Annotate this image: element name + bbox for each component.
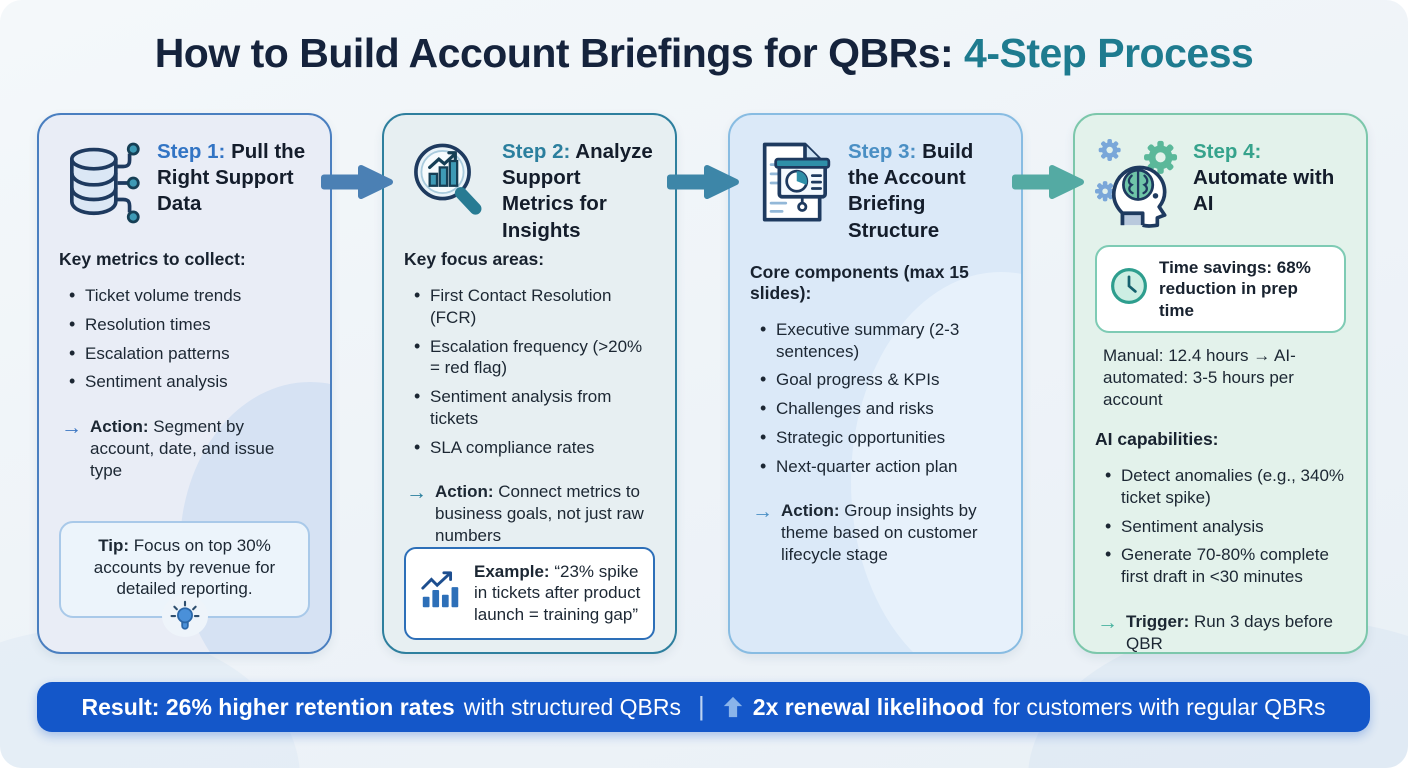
action-body: Group insights by theme based on custome… (781, 501, 978, 564)
result-text-regular: for customers with regular QBRs (993, 693, 1326, 720)
tip-callout: Tip: Focus on top 30% accounts by revenu… (59, 520, 310, 637)
bullet-item: Sentiment analysis (1095, 515, 1346, 538)
bullet-item: Executive summary (2-3 sentences) (750, 318, 1001, 363)
example-callout: Example: “23% spike in tickets after pro… (404, 546, 655, 640)
bullet-item: Sentiment analysis from tickets (404, 385, 655, 430)
bullet-item: Detect anomalies (e.g., 340% ticket spik… (1095, 464, 1346, 509)
step-3-bullet-list: Executive summary (2-3 sentences) Goal p… (750, 312, 1001, 485)
banner-divider: | (698, 690, 705, 721)
bullet-item: Escalation patterns (59, 342, 310, 365)
trigger-body: Run 3 days before QBR (1126, 611, 1333, 653)
trend-bar-chart-icon (418, 567, 464, 619)
step-3-header: Step 3: Build the Account Briefing Struc… (750, 135, 1001, 244)
time-savings-text: Time savings: 68% reduction in prep time (1159, 258, 1311, 320)
step-2-header: Step 2: Analyze Support Metrics for Insi… (404, 135, 655, 242)
bullet-item: Strategic opportunities (750, 426, 1001, 449)
bullet-item: Escalation frequency (>20% = red flag) (404, 335, 655, 380)
step-2-action: → Action: Connect metrics to business go… (404, 481, 655, 546)
action-arrow-icon: → (61, 416, 82, 439)
example-text: Example: “23% spike in tickets after pro… (474, 561, 641, 626)
action-label: Action: (781, 501, 840, 521)
bullet-item: First Contact Resolution (FCR) (404, 284, 655, 329)
step-1-action: → Action: Segment by account, date, and … (59, 416, 310, 481)
result-banner: Result: 26% higher retention rates with … (37, 682, 1370, 732)
step-1-section-label: Key metrics to collect: (59, 249, 246, 269)
action-label: Action: (90, 417, 149, 436)
step-3-card: Step 3: Build the Account Briefing Struc… (728, 113, 1023, 654)
action-label: Action: (435, 482, 494, 502)
time-savings-detail: Manual: 12.4 hours → AI-automated: 3-5 h… (1103, 345, 1296, 409)
up-arrow-icon (722, 695, 744, 719)
page-title-accent: 4-Step Process (964, 30, 1254, 76)
step-3-heading: Build the Account Briefing Structure (848, 140, 974, 242)
bullet-item: Ticket volume trends (59, 284, 310, 307)
bullet-item: SLA compliance rates (404, 436, 655, 459)
step-2-title: Step 2: Analyze Support Metrics for Insi… (502, 135, 655, 244)
step-4-trigger-text: Trigger: Run 3 days before QBR (1126, 611, 1346, 653)
flow-arrow-step3-to-step4-icon (1010, 160, 1086, 204)
page-title-main: How to Build Account Briefings for QBRs: (154, 30, 965, 76)
result-bold-renewal: 2x renewal likelihood (752, 693, 985, 720)
step-3-action: → Action: Group insights by theme based … (750, 500, 1001, 565)
flow-arrow-step2-to-step3-icon (665, 160, 741, 204)
step-2-bullet-list: First Contact Resolution (FCR) Escalatio… (404, 278, 655, 465)
database-icon (59, 135, 147, 231)
lightbulb-icon (161, 595, 208, 637)
step-1-bullet-list: Ticket volume trends Resolution times Es… (59, 278, 310, 400)
example-body: “23% spike in tickets after product laun… (474, 561, 641, 625)
step-1-heading: Pull the Right Support Data (157, 140, 306, 216)
step-2-card: Step 2: Analyze Support Metrics for Insi… (382, 113, 677, 654)
step-4-trigger: → Trigger: Run 3 days before QBR (1095, 610, 1346, 653)
tip-label: Tip: (98, 535, 130, 555)
step-4-section-label: AI capabilities: (1095, 429, 1219, 450)
page-title: How to Build Account Briefings for QBRs:… (0, 30, 1408, 77)
action-arrow-icon: → (406, 481, 427, 505)
step-4-card: Step 4: Automate with AI Time savings: 6… (1073, 113, 1368, 654)
flow-arrow-step1-to-step2-icon (319, 160, 395, 204)
bullet-item: Generate 70-80% complete first draft in … (1095, 543, 1346, 588)
bullet-item: Next-quarter action plan (750, 455, 1001, 478)
result-text-structured: with structured QBRs (463, 693, 682, 720)
step-4-heading: Automate with AI (1193, 166, 1335, 216)
step-2-heading: Analyze Support Metrics for Insights (502, 140, 653, 242)
action-body: Connect metrics to business goals, not j… (435, 482, 644, 545)
step-4-title: Step 4: Automate with AI (1193, 135, 1346, 218)
step-3-action-text: Action: Group insights by theme based on… (781, 500, 1001, 565)
step-3-label: Step 3: (848, 140, 917, 163)
example-label: Example: (474, 561, 550, 581)
step-1-action-text: Action: Segment by account, date, and is… (90, 416, 310, 481)
time-savings-callout: Time savings: 68% reduction in prep time (1095, 245, 1346, 333)
bullet-item: Sentiment analysis (59, 370, 310, 393)
step-4-label: Step 4: (1193, 140, 1262, 163)
step-2-section-label: Key focus areas: (404, 249, 545, 269)
step-3-title: Step 3: Build the Account Briefing Struc… (848, 135, 1001, 244)
bullet-item: Resolution times (59, 313, 310, 336)
step-1-card: Step 1: Pull the Right Support Data Key … (37, 113, 332, 654)
action-body: Segment by account, date, and issue type (90, 417, 275, 480)
clock-icon (1109, 266, 1149, 311)
action-arrow-icon: → (752, 500, 773, 524)
step-1-label: Step 1: (157, 140, 226, 163)
bullet-item: Goal progress & KPIs (750, 368, 1001, 391)
bullet-item: Challenges and risks (750, 397, 1001, 420)
step-1-title: Step 1: Pull the Right Support Data (157, 135, 310, 218)
tip-body: Focus on top 30% accounts by revenue for… (93, 535, 276, 599)
step-1-header: Step 1: Pull the Right Support Data (59, 135, 310, 231)
result-bold-retention: Result: 26% higher retention rates (81, 693, 455, 720)
briefing-document-icon (750, 135, 838, 231)
trigger-label: Trigger: (1126, 611, 1190, 631)
magnifier-chart-icon (404, 135, 492, 231)
action-arrow-icon: → (1097, 610, 1118, 634)
ai-head-gears-icon (1095, 135, 1183, 231)
step-2-action-text: Action: Connect metrics to business goal… (435, 481, 655, 546)
step-4-header: Step 4: Automate with AI (1095, 135, 1346, 231)
step-3-section-label: Core components (max 15 slides): (750, 261, 969, 303)
tip-text: Tip: Focus on top 30% accounts by revenu… (75, 535, 294, 600)
step-2-label: Step 2: (502, 140, 571, 163)
step-4-bullet-list: Detect anomalies (e.g., 340% ticket spik… (1095, 458, 1346, 595)
